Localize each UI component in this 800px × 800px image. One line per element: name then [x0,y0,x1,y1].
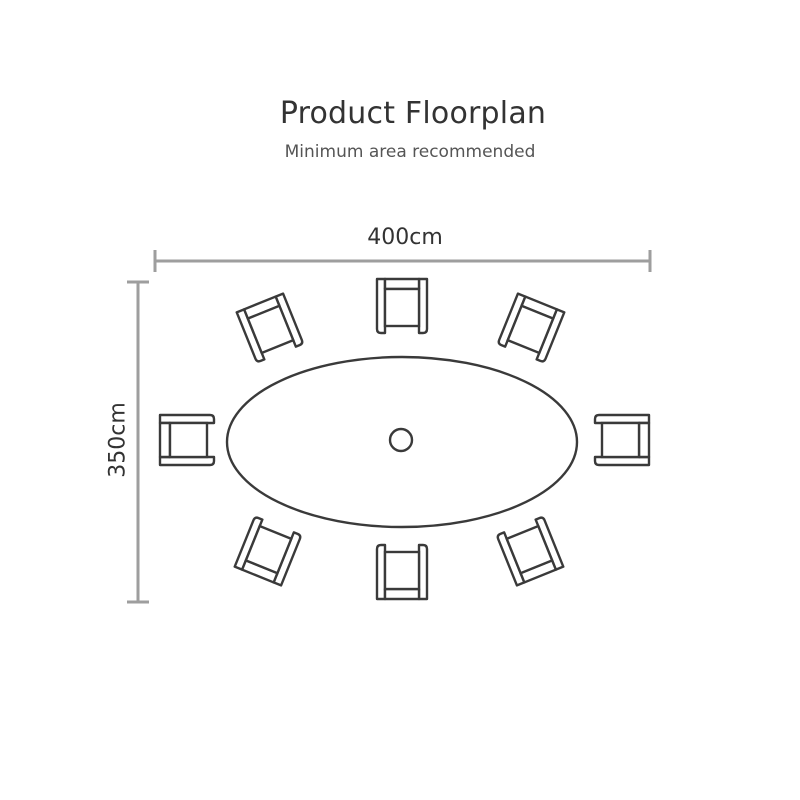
chair-left [158,413,216,467]
chair-right [593,413,651,467]
page-subtitle: Minimum area recommended [284,142,536,162]
depth-dimension-line [127,280,149,604]
chair-top-right [496,292,566,364]
page-title: Product Floorplan [279,96,547,131]
chair-top-center [375,277,429,335]
chair-bottom-left [233,515,303,587]
width-dimension-line [153,250,652,272]
chair-bottom-right [495,515,565,587]
chair-top-left [235,292,305,364]
parasol-hole [388,427,414,453]
chair-bottom-center [375,543,429,601]
width-dimension-label: 400cm [367,225,443,250]
